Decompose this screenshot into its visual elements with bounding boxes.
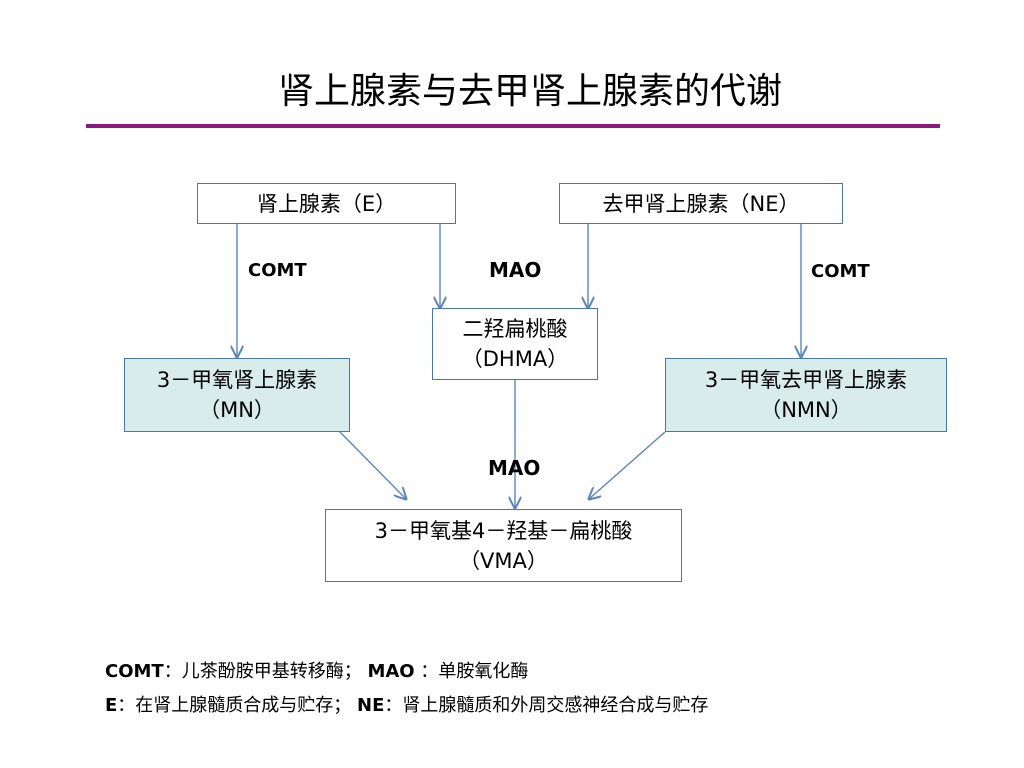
node-epinephrine: 肾上腺素（E）	[197, 183, 456, 224]
node-norepinephrine-label: 去甲肾上腺素（NE）	[602, 191, 800, 216]
edge-label-mao-top: MAO	[489, 258, 542, 282]
note-comt-desc: ：儿茶酚胺甲基转移酶；	[163, 661, 362, 682]
node-epinephrine-label: 肾上腺素（E）	[256, 191, 397, 216]
node-vma: 3－甲氧基4－羟基－扁桃酸 （VMA）	[325, 509, 682, 582]
node-norepinephrine: 去甲肾上腺素（NE）	[559, 183, 843, 224]
node-vma-line1: 3－甲氧基4－羟基－扁桃酸	[374, 518, 633, 543]
note-e-desc: ：在肾上腺髓质合成与贮存；	[117, 695, 352, 716]
edge-label-comt-right: COMT	[811, 261, 870, 282]
note-e-key: E	[105, 695, 118, 716]
note-sources: E：在肾上腺髓质合成与贮存； NE：肾上腺髓质和外周交感神经合成与贮存	[105, 691, 708, 717]
page-title: 肾上腺素与去甲肾上腺素的代谢	[277, 71, 782, 112]
node-nmn: 3－甲氧去甲肾上腺素 （NMN）	[665, 358, 947, 432]
node-mn-line2: （MN）	[199, 398, 275, 422]
arrow-nmn-to-vma	[589, 431, 666, 499]
note-mao-desc: ：单胺氧化酶	[414, 661, 529, 682]
edge-label-mao-bottom: MAO	[488, 456, 541, 480]
edge-label-comt-left: COMT	[248, 260, 307, 281]
node-nmn-line2: （NMN）	[760, 398, 852, 422]
note-mao-key: MAO	[367, 661, 415, 682]
arrow-mn-to-vma	[339, 431, 406, 499]
note-ne-desc: ：肾上腺髓质和外周交感神经合成与贮存	[384, 695, 709, 716]
node-vma-line2: （VMA）	[459, 548, 548, 573]
node-dhma: 二羟扁桃酸 （DHMA）	[432, 308, 598, 380]
node-nmn-line1: 3－甲氧去甲肾上腺素	[704, 368, 908, 392]
title-divider	[86, 124, 940, 128]
node-mn-line1: 3－甲氧肾上腺素	[156, 368, 318, 392]
node-mn: 3－甲氧肾上腺素 （MN）	[124, 358, 350, 432]
note-ne-key: NE	[357, 695, 385, 716]
node-dhma-line2: （DHMA）	[461, 347, 569, 371]
note-comt-key: COMT	[105, 661, 164, 682]
node-dhma-line1: 二羟扁桃酸	[462, 317, 568, 341]
note-enzymes: COMT：儿茶酚胺甲基转移酶； MAO ：单胺氧化酶	[105, 657, 528, 683]
